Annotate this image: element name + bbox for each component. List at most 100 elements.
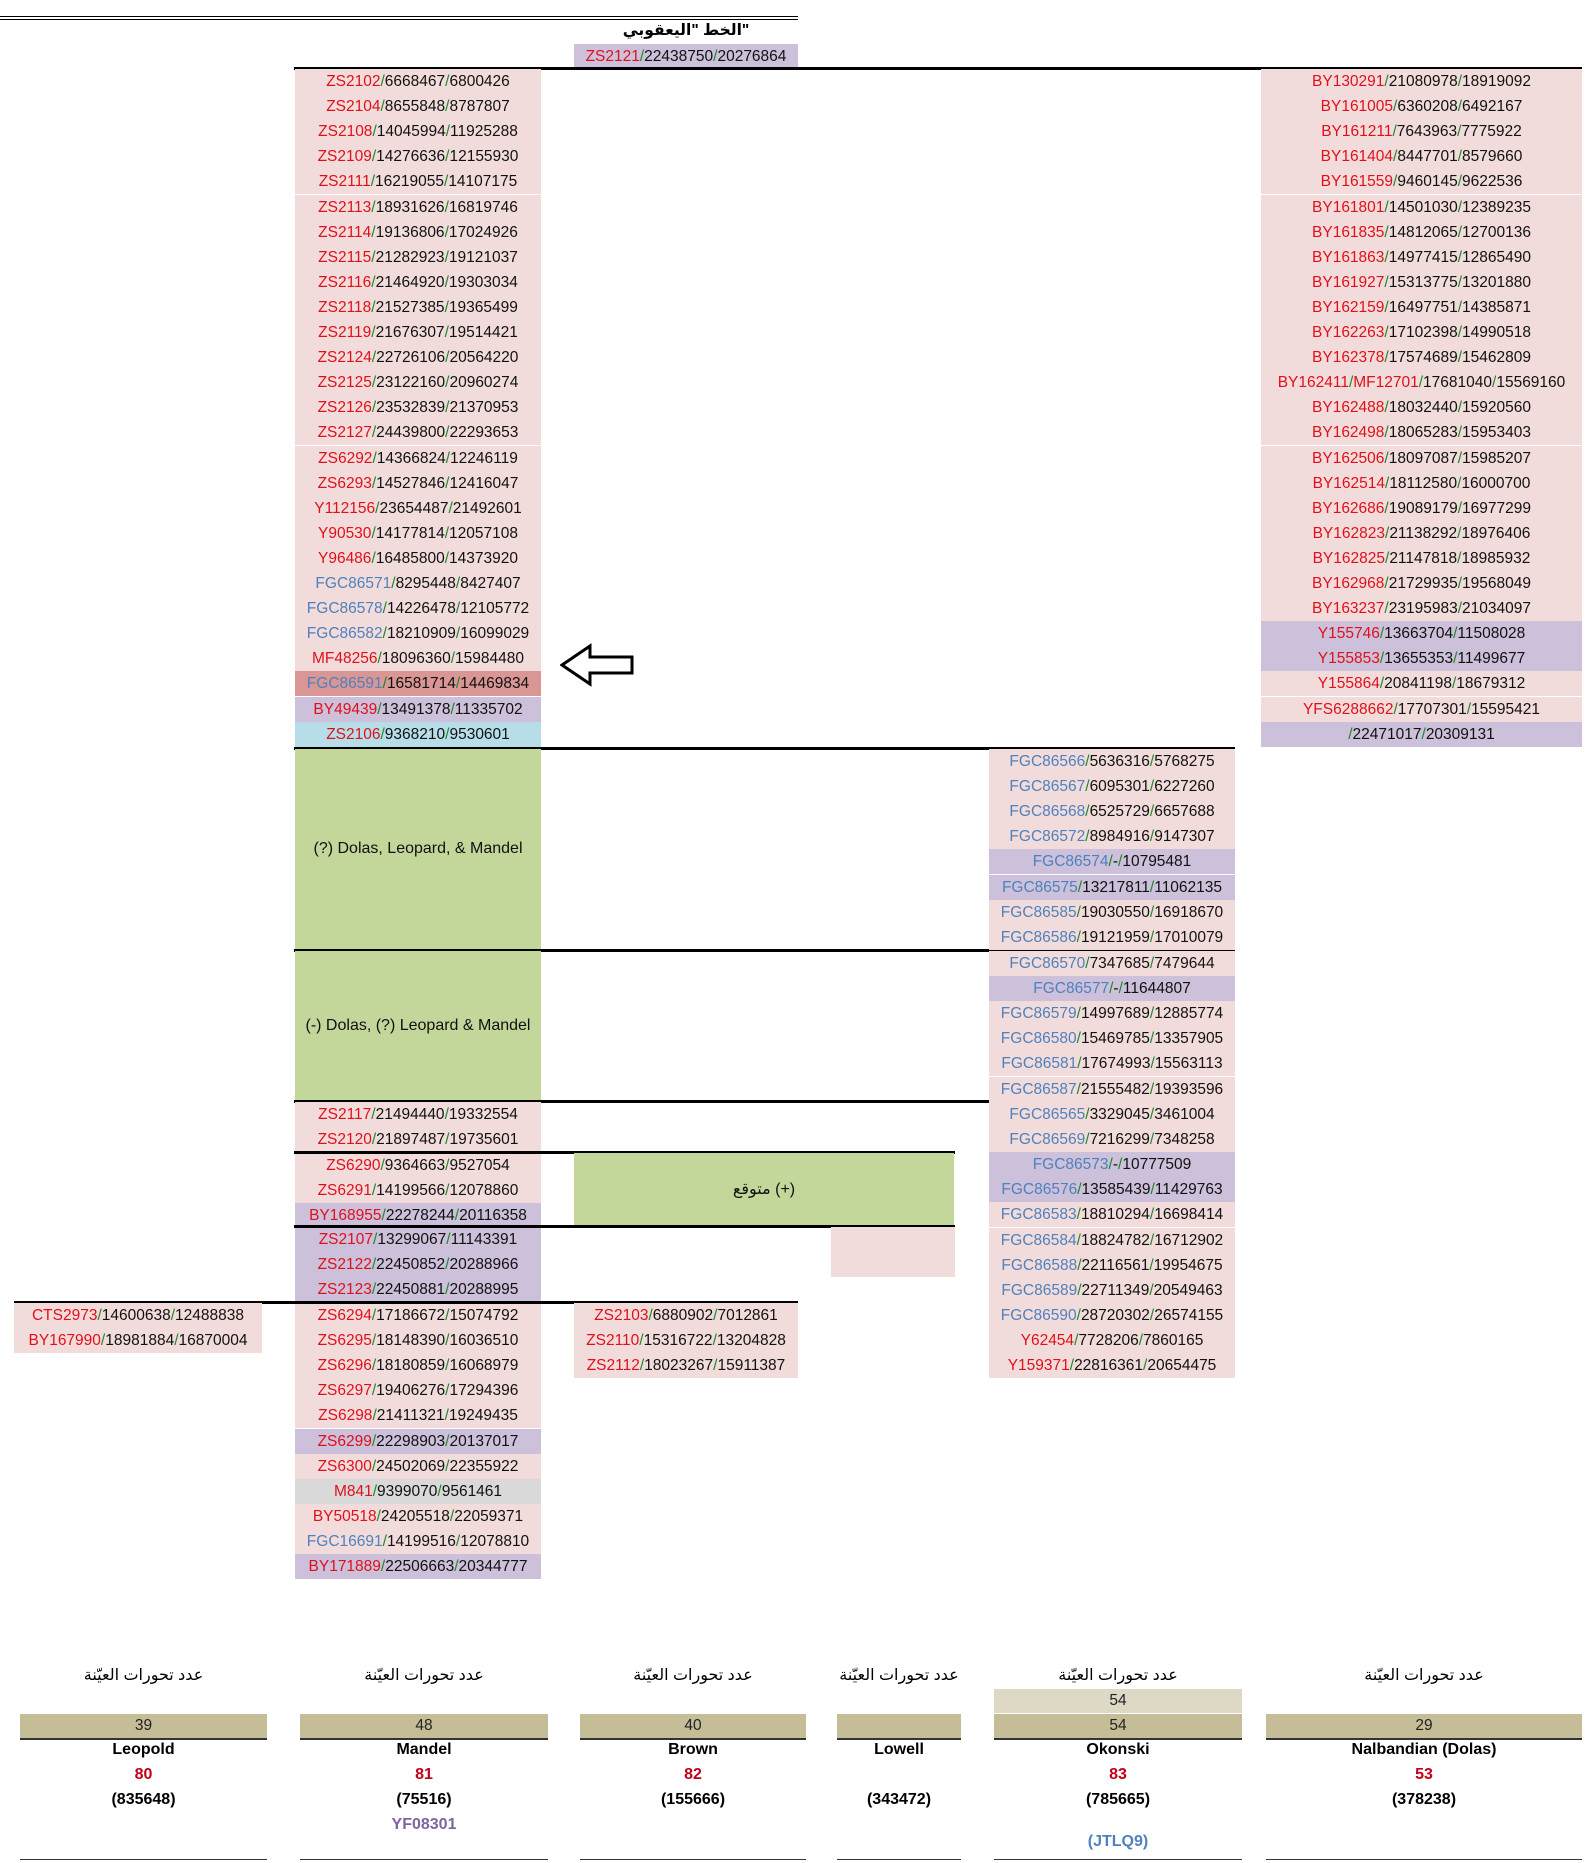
mandel-snp-cell[interactable]: ZS2124/22726106/20564220 (295, 345, 541, 371)
okonski-snp-cell[interactable]: FGC86586/19121959/17010079 (989, 924, 1235, 950)
okonski-snp-cell[interactable]: FGC86574/-/10795481 (989, 849, 1235, 875)
mandel-snp-cell[interactable]: ZS6300/24502069/22355922 (295, 1453, 541, 1479)
mandel-snp-cell[interactable]: ZS2116/21464920/19303034 (295, 269, 541, 295)
mandel-snp-cell[interactable]: ZS2123/22450881/20288995 (295, 1277, 541, 1303)
nalbandian-snp-cell[interactable]: BY162488/18032440/15920560 (1261, 395, 1582, 421)
nalbandian-snp-cell[interactable]: BY162823/21138292/18976406 (1261, 520, 1582, 546)
mandel-snp-cell[interactable]: ZS2108/14045994/11925288 (295, 119, 541, 145)
mandel-snp-cell[interactable]: ZS2114/19136806/17024926 (295, 219, 541, 245)
nalbandian-snp-cell[interactable]: BY162411/MF12701/17681040/15569160 (1261, 370, 1582, 396)
mandel-snp-cell[interactable]: ZS6293/14527846/12416047 (295, 470, 541, 496)
okonski-snp-cell[interactable]: FGC86569/7216299/7348258 (989, 1127, 1235, 1153)
mandel-snp-cell[interactable]: ZS6299/22298903/20137017 (295, 1428, 541, 1454)
nalbandian-snp-cell[interactable]: BY130291/21080978/18919092 (1261, 69, 1582, 94)
mandel-snp-cell[interactable]: ZS6295/18148390/16036510 (295, 1328, 541, 1354)
mandel-snp-cell[interactable]: ZS2127/24439800/22293653 (295, 420, 541, 446)
mandel-snp-cell[interactable]: ZS2120/21897487/19735601 (295, 1127, 541, 1153)
mandel-snp-cell[interactable]: ZS2115/21282923/19121037 (295, 244, 541, 270)
mandel-snp-cell[interactable]: FGC86591/16581714/14469834 (295, 671, 541, 697)
nalbandian-snp-cell[interactable]: BY161559/9460145/9622536 (1261, 169, 1582, 195)
mandel-snp-cell[interactable]: Y112156/23654487/21492601 (295, 495, 541, 521)
nalbandian-snp-cell[interactable]: /22471017/20309131 (1261, 721, 1582, 747)
brown-snp-cell[interactable]: ZS2112/18023267/15911387 (574, 1353, 798, 1379)
mandel-snp-cell[interactable]: ZS2111/16219055/14107175 (295, 169, 541, 195)
mandel-snp-cell[interactable]: ZS6294/17186672/15074792 (295, 1303, 541, 1328)
okonski-snp-cell[interactable]: FGC86573/-/10777509 (989, 1152, 1235, 1178)
nalbandian-snp-cell[interactable]: BY162159/16497751/14385871 (1261, 294, 1582, 320)
mandel-snp-cell[interactable]: FGC16691/14199516/12078810 (295, 1528, 541, 1554)
okonski-snp-cell[interactable]: Y159371/22816361/20654475 (989, 1353, 1235, 1378)
okonski-snp-cell[interactable]: FGC86565/3329045/3461004 (989, 1102, 1235, 1127)
mandel-snp-cell[interactable]: FGC86571/8295448/8427407 (295, 571, 541, 596)
nalbandian-snp-cell[interactable]: BY162506/18097087/15985207 (1261, 445, 1582, 471)
mandel-snp-cell[interactable]: ZS6290/9364663/9527054 (295, 1153, 541, 1178)
mandel-snp-cell[interactable]: ZS6297/19406276/17294396 (295, 1378, 541, 1404)
okonski-snp-cell[interactable]: FGC86575/13217811/11062135 (989, 874, 1235, 900)
okonski-snp-cell[interactable]: Y62454/7728206/7860165 (989, 1327, 1235, 1353)
top-snp-cell[interactable]: ZS2121/22438750/20276864 (574, 44, 798, 69)
nalbandian-snp-cell[interactable]: BY162263/17102398/14990518 (1261, 320, 1582, 345)
okonski-snp-cell[interactable]: FGC86585/19030550/16918670 (989, 899, 1235, 925)
mandel-snp-cell[interactable]: BY49439/13491378/11335702 (295, 696, 541, 722)
brown-snp-cell[interactable]: ZS2110/15316722/13204828 (574, 1328, 798, 1354)
mandel-snp-cell[interactable]: ZS2122/22450852/20288966 (295, 1252, 541, 1278)
mandel-snp-cell[interactable]: BY50518/24205518/22059371 (295, 1503, 541, 1529)
nalbandian-snp-cell[interactable]: Y155853/13655353/11499677 (1261, 646, 1582, 672)
okonski-snp-cell[interactable]: FGC86577/-/11644807 (989, 976, 1235, 1002)
nalbandian-snp-cell[interactable]: BY161927/15313775/13201880 (1261, 269, 1582, 295)
mandel-snp-cell[interactable]: ZS6292/14366824/12246119 (295, 445, 541, 471)
nalbandian-snp-cell[interactable]: BY162378/17574689/15462809 (1261, 345, 1582, 371)
mandel-snp-cell[interactable]: BY171889/22506663/20344777 (295, 1554, 541, 1579)
mandel-snp-cell[interactable]: ZS2126/23532839/21370953 (295, 395, 541, 421)
mandel-snp-cell[interactable]: ZS6291/14199566/12078860 (295, 1178, 541, 1204)
nalbandian-snp-cell[interactable]: BY162514/18112580/16000700 (1261, 470, 1582, 496)
nalbandian-snp-cell[interactable]: Y155746/13663704/11508028 (1261, 621, 1582, 647)
mandel-snp-cell[interactable]: ZS2106/9368210/9530601 (295, 721, 541, 747)
nalbandian-snp-cell[interactable]: BY162498/18065283/15953403 (1261, 420, 1582, 446)
okonski-snp-cell[interactable]: FGC86584/18824782/16712902 (989, 1227, 1235, 1253)
mandel-snp-cell[interactable]: M841/9399070/9561461 (295, 1478, 541, 1504)
okonski-snp-cell[interactable]: FGC86580/15469785/13357905 (989, 1026, 1235, 1052)
nalbandian-snp-cell[interactable]: BY161005/6360208/6492167 (1261, 94, 1582, 120)
nalbandian-snp-cell[interactable]: BY162825/21147818/18985932 (1261, 545, 1582, 571)
okonski-snp-cell[interactable]: FGC86568/6525729/6657688 (989, 799, 1235, 825)
mandel-snp-cell[interactable]: ZS6296/18180859/16068979 (295, 1353, 541, 1379)
brown-snp-cell[interactable]: ZS2103/6880902/7012861 (574, 1303, 798, 1328)
nalbandian-snp-cell[interactable]: YFS6288662/17707301/15595421 (1261, 696, 1582, 722)
mandel-snp-cell[interactable]: ZS2102/6668467/6800426 (295, 69, 541, 94)
leopold-snp-cell[interactable]: CTS2973/14600638/12488838 (14, 1303, 262, 1328)
mandel-snp-cell[interactable]: ZS2117/21494440/19332554 (295, 1102, 541, 1127)
okonski-snp-cell[interactable]: FGC86576/13585439/11429763 (989, 1177, 1235, 1203)
leopold-snp-cell[interactable]: BY167990/18981884/16870004 (14, 1328, 262, 1354)
nalbandian-snp-cell[interactable]: BY161863/14977415/12865490 (1261, 244, 1582, 270)
nalbandian-snp-cell[interactable]: BY161404/8447701/8579660 (1261, 144, 1582, 170)
okonski-snp-cell[interactable]: FGC86572/8984916/9147307 (989, 824, 1235, 850)
okonski-snp-cell[interactable]: FGC86590/28720302/26574155 (989, 1302, 1235, 1328)
okonski-snp-cell[interactable]: FGC86589/22711349/20549463 (989, 1277, 1235, 1303)
okonski-snp-cell[interactable]: FGC86566/5636316/5768275 (989, 749, 1235, 774)
nalbandian-snp-cell[interactable]: Y155864/20841198/18679312 (1261, 671, 1582, 697)
mandel-snp-cell[interactable]: ZS2113/18931626/16819746 (295, 194, 541, 220)
mandel-snp-cell[interactable]: ZS2119/21676307/19514421 (295, 320, 541, 345)
nalbandian-snp-cell[interactable]: BY162968/21729935/19568049 (1261, 571, 1582, 596)
mandel-snp-cell[interactable]: ZS2125/23122160/20960274 (295, 370, 541, 396)
mandel-snp-cell[interactable]: FGC86578/14226478/12105772 (295, 596, 541, 622)
mandel-snp-cell[interactable]: ZS2107/13299067/11143391 (295, 1227, 541, 1252)
mandel-snp-cell[interactable]: Y90530/14177814/12057108 (295, 520, 541, 546)
nalbandian-snp-cell[interactable]: BY161835/14812065/12700136 (1261, 219, 1582, 245)
mandel-snp-cell[interactable]: FGC86582/18210909/16099029 (295, 621, 541, 647)
okonski-snp-cell[interactable]: FGC86583/18810294/16698414 (989, 1202, 1235, 1228)
mandel-snp-cell[interactable]: ZS6298/21411321/19249435 (295, 1403, 541, 1429)
nalbandian-snp-cell[interactable]: BY163237/23195983/21034097 (1261, 596, 1582, 622)
okonski-snp-cell[interactable]: FGC86579/14997689/12885774 (989, 1001, 1235, 1027)
nalbandian-snp-cell[interactable]: BY161801/14501030/12389235 (1261, 194, 1582, 220)
okonski-snp-cell[interactable]: FGC86587/21555482/19393596 (989, 1076, 1235, 1102)
mandel-snp-cell[interactable]: MF48256/18096360/15984480 (295, 646, 541, 672)
mandel-snp-cell[interactable]: BY168955/22278244/20116358 (295, 1203, 541, 1229)
okonski-snp-cell[interactable]: FGC86567/6095301/6227260 (989, 774, 1235, 800)
mandel-snp-cell[interactable]: Y96486/16485800/14373920 (295, 545, 541, 571)
nalbandian-snp-cell[interactable]: BY161211/7643963/7775922 (1261, 119, 1582, 145)
mandel-snp-cell[interactable]: ZS2118/21527385/19365499 (295, 294, 541, 320)
okonski-snp-cell[interactable]: FGC86588/22116561/19954675 (989, 1252, 1235, 1278)
nalbandian-snp-cell[interactable]: BY162686/19089179/16977299 (1261, 495, 1582, 521)
